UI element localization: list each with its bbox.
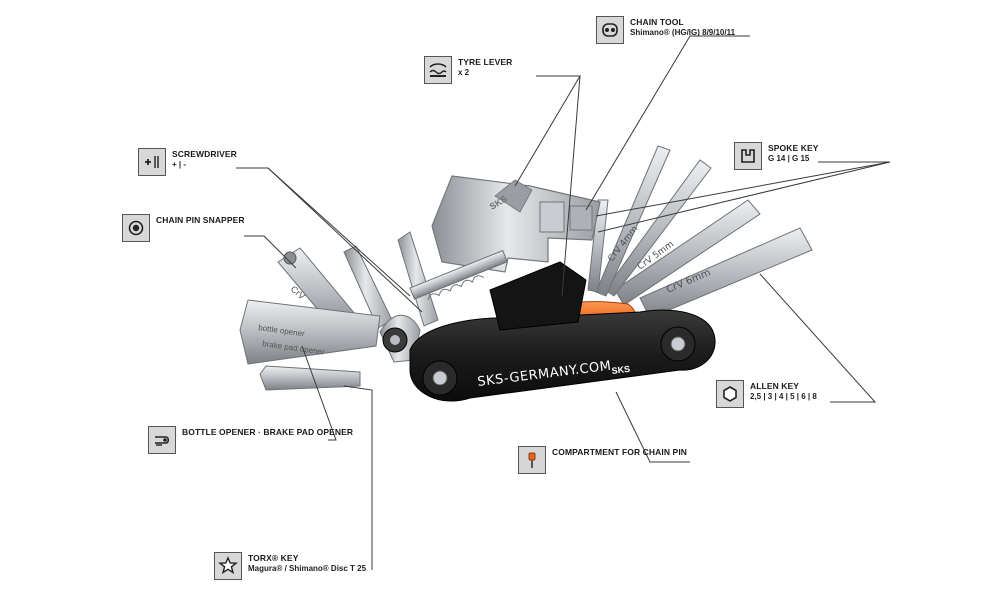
leader-tyre-lever-a [514,75,581,187]
body-logo-mark: SKS [611,364,631,376]
tyre-lever-title: TYRE LEVER [458,57,513,67]
spoke-key-icon [734,142,762,170]
leader-tyre-lever-b [561,75,581,297]
leader-pin-snapper [244,235,297,269]
tyre-lever-icon [424,56,452,84]
allen-key-5 [604,159,712,297]
callout-spoke-key: SPOKE KEY G 14 | G 15 [734,142,819,170]
allen-keys: CrV 4mm CrV 5mm CrV 6mm [587,145,813,319]
allen-key-6 [614,199,761,306]
leader-allen-key [759,273,877,403]
leader-compartment [615,391,690,463]
chain-tool-block: SKS [431,175,601,273]
bottle-opener-icon [148,426,176,454]
allen-key-4 [595,145,671,297]
pin-snapper-icon [122,214,150,242]
spoke-key-sub: G 14 | G 15 [768,154,810,163]
bottle-opener-title: BOTTLE OPENER · BRAKE PAD OPENER [182,427,354,437]
allen-key-title: ALLEN KEY [750,381,800,391]
screwdriver-title: SCREWDRIVER [172,149,237,159]
callout-chain-pin-snapper: CHAIN PIN SNAPPER [122,214,245,242]
hexagon-icon [716,380,744,408]
chain-pin-icon [518,446,546,474]
callout-allen-key: ALLEN KEY 2,5 | 3 | 4 | 5 | 6 | 8 [716,380,817,408]
screwdriver-sub: + | - [172,160,187,169]
tyre-lever-sub: x 2 [458,68,470,77]
torx-key-title: TORX® KEY [248,553,299,563]
spoke-key-title: SPOKE KEY [768,143,819,153]
callout-compartment: COMPARTMENT FOR CHAIN PIN [518,446,687,474]
leader-chain-tool [585,35,750,211]
chain-pin-snapper-title: CHAIN PIN SNAPPER [156,215,245,225]
tool-body: SKS-GERMANY.COM SKS [382,261,716,402]
callout-tyre-lever: TYRE LEVER x 2 [424,56,512,84]
leader-screwdriver-b [267,167,423,313]
callout-bottle-opener: BOTTLE OPENER · BRAKE PAD OPENER [148,426,353,454]
screwdriver-icon [138,148,166,176]
compartment-title: COMPARTMENT FOR CHAIN PIN [552,447,688,457]
leader-bottle-opener [301,345,337,441]
opener-blades: bottle opener brake pad opener [239,299,381,391]
chain-tool-title: CHAIN TOOL [630,17,684,27]
leader-spoke-key-b [597,161,891,233]
brake-pad-opener [239,299,381,365]
leader-lines [236,35,891,570]
torx-star-icon [214,552,242,580]
torx-bit [259,365,361,391]
callout-screwdriver: SCREWDRIVER + | - [138,148,237,176]
chain-tool-sub: Shimano® (HG/IG) 8/9/10/11 [630,28,736,37]
torx-key-sub: Magura® / Shimano® Disc T 25 [248,564,367,573]
callout-torx-key: TORX® KEY Magura® / Shimano® Disc T 25 [214,552,366,580]
callout-chain-tool: CHAIN TOOL Shimano® (HG/IG) 8/9/10/11 [596,16,735,44]
leader-torx [343,385,373,570]
allen-key-sub: 2,5 | 3 | 4 | 5 | 6 | 8 [750,392,817,401]
chain-link-icon [596,16,624,44]
